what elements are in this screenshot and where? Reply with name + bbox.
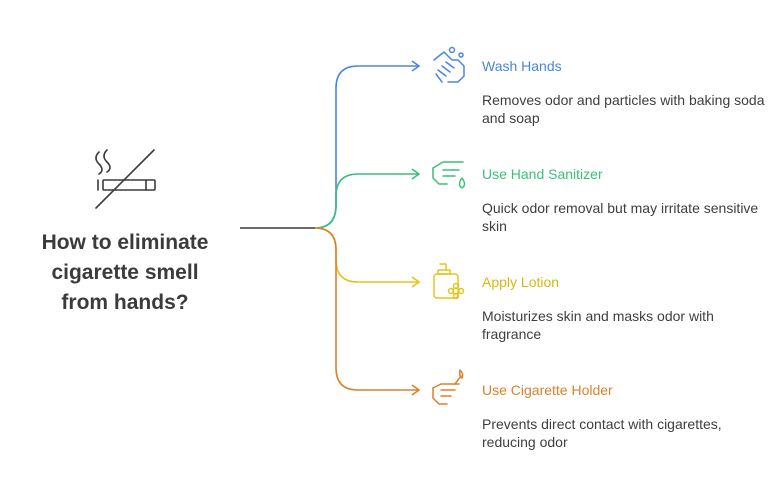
washing-hands-icon	[433, 46, 465, 83]
arrow-wash-hands	[411, 60, 421, 72]
arrow-cigarette-holder	[411, 384, 421, 396]
wash-hands-title: Wash Hands	[482, 58, 562, 74]
title-line-2: cigarette smell	[51, 261, 199, 284]
branch-apply-lotion	[314, 227, 418, 283]
title-line-3: from hands?	[61, 291, 189, 314]
wash-hands-description: Removes odor and particles with baking s…	[482, 92, 765, 126]
cigarette-holder-title: Use Cigarette Holder	[482, 382, 613, 398]
no-smoking-icon	[95, 149, 156, 209]
apply-lotion-description: Moisturizes skin and masks odor with fra…	[482, 308, 714, 342]
hand-sanitizer-description: Quick odor removal but may irritate sens…	[482, 200, 759, 234]
apply-lotion-title: Apply Lotion	[482, 274, 560, 290]
hand-sanitizer-title: Use Hand Sanitizer	[482, 166, 603, 182]
hand-sanitizer-drop-icon	[432, 161, 466, 189]
lotion-bottle-icon	[433, 263, 465, 300]
branch-cigarette-holder	[314, 227, 418, 391]
arrow-hand-sanitizer	[411, 168, 421, 180]
cigarette-holder-description: Prevents direct contact with cigarettes,…	[482, 416, 722, 450]
arrow-apply-lotion	[411, 276, 421, 288]
branch-wash-hands	[314, 65, 418, 229]
hand-cigarette-holder-icon	[432, 369, 464, 405]
title-line-1: How to eliminate	[41, 231, 209, 254]
diagram-title: How to eliminate cigarette smell from ha…	[10, 228, 240, 318]
branch-hand-sanitizer	[314, 173, 418, 229]
